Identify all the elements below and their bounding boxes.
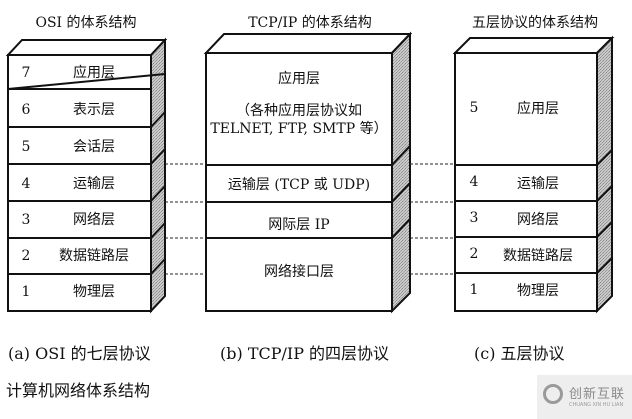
figure-title: 计算机网络体系结构 (6, 381, 151, 400)
tcpip-layer-note: （各种应用层协议如 (236, 103, 362, 119)
osi-layer-name: 会话层 (73, 139, 115, 155)
five-divider (596, 185, 613, 202)
tcpip-divider (391, 182, 411, 203)
osi-layer-num: 7 (21, 65, 31, 81)
five-layer-num: 2 (469, 246, 479, 262)
five-stack-title: 五层协议的体系结构 (472, 15, 598, 31)
osi-layer-name: 数据链路层 (59, 248, 129, 264)
watermark-logo-icon (543, 384, 563, 404)
osi-stack (5, 37, 168, 314)
osi-stack-front (7, 54, 152, 312)
tcpip-divider (391, 218, 411, 239)
five-layer-name: 网络层 (517, 212, 559, 228)
tcpip-stack-title: TCP/IP 的体系结构 (248, 15, 372, 31)
osi-layer-num: 6 (21, 102, 31, 118)
tcpip-stack (203, 31, 413, 314)
tcpip-layer-note: TELNET, FTP, SMTP 等） (210, 121, 388, 137)
tcpip-stack-side-face (391, 31, 411, 314)
five-layer-num: 1 (469, 282, 479, 298)
osi-layer-name: 运输层 (73, 176, 115, 192)
osi-layer-name: 物理层 (73, 284, 115, 300)
osi-caption: (a) OSI 的七层协议 (8, 344, 151, 363)
five-layer-num: 5 (469, 100, 479, 116)
five-layer-num: 3 (469, 210, 479, 226)
five-divider (596, 221, 613, 238)
five-layer-name: 运输层 (517, 176, 559, 192)
osi-layer-name: 应用层 (73, 65, 115, 81)
five-divider (596, 149, 613, 166)
osi-divider (150, 148, 166, 165)
five-layer-name: 物理层 (517, 283, 559, 299)
five-caption: (c) 五层协议 (474, 344, 565, 363)
watermark-text: 创新互联 (569, 387, 626, 402)
five-layer-stack (452, 35, 615, 314)
osi-divider (7, 73, 166, 90)
correspondence-lines (165, 163, 455, 275)
tcpip-divider (391, 145, 411, 166)
five-layer-num: 4 (469, 174, 479, 190)
osi-layer-name: 网络层 (73, 212, 115, 228)
osi-layer-name: 表示层 (73, 102, 115, 118)
tcpip-layer-name: 运输层 (TCP 或 UDP) (227, 177, 371, 193)
osi-layer-num: 1 (21, 284, 31, 300)
five-divider (596, 257, 613, 274)
tcpip-layer-name: 应用层 (278, 71, 320, 87)
five-stack-front (454, 52, 598, 312)
watermark: 创新互联 CHUANG XIN HU LIAN (537, 375, 632, 419)
tcpip-layer-name: 网际层 IP (268, 217, 330, 233)
osi-divider (150, 111, 166, 128)
osi-layer-num: 5 (21, 139, 31, 155)
tcpip-stack-top-face (203, 33, 413, 54)
osi-stack-top-face (5, 39, 168, 56)
osi-divider (150, 185, 166, 202)
tcpip-layer-name: 网络接口层 (264, 264, 334, 280)
watermark-subtext: CHUANG XIN HU LIAN (569, 402, 624, 408)
osi-layer-num: 2 (21, 248, 31, 264)
five-stack-top-face (452, 37, 615, 54)
five-layer-name: 应用层 (517, 101, 559, 117)
osi-layer-num: 3 (21, 212, 31, 228)
osi-layer-num: 4 (21, 176, 31, 192)
osi-divider (150, 258, 166, 275)
osi-divider (150, 222, 166, 239)
tcpip-stack-front (205, 52, 393, 312)
osi-stack-title: OSI 的体系结构 (35, 15, 137, 31)
five-layer-name: 数据链路层 (503, 248, 573, 264)
tcpip-caption: (b) TCP/IP 的四层协议 (220, 344, 390, 363)
